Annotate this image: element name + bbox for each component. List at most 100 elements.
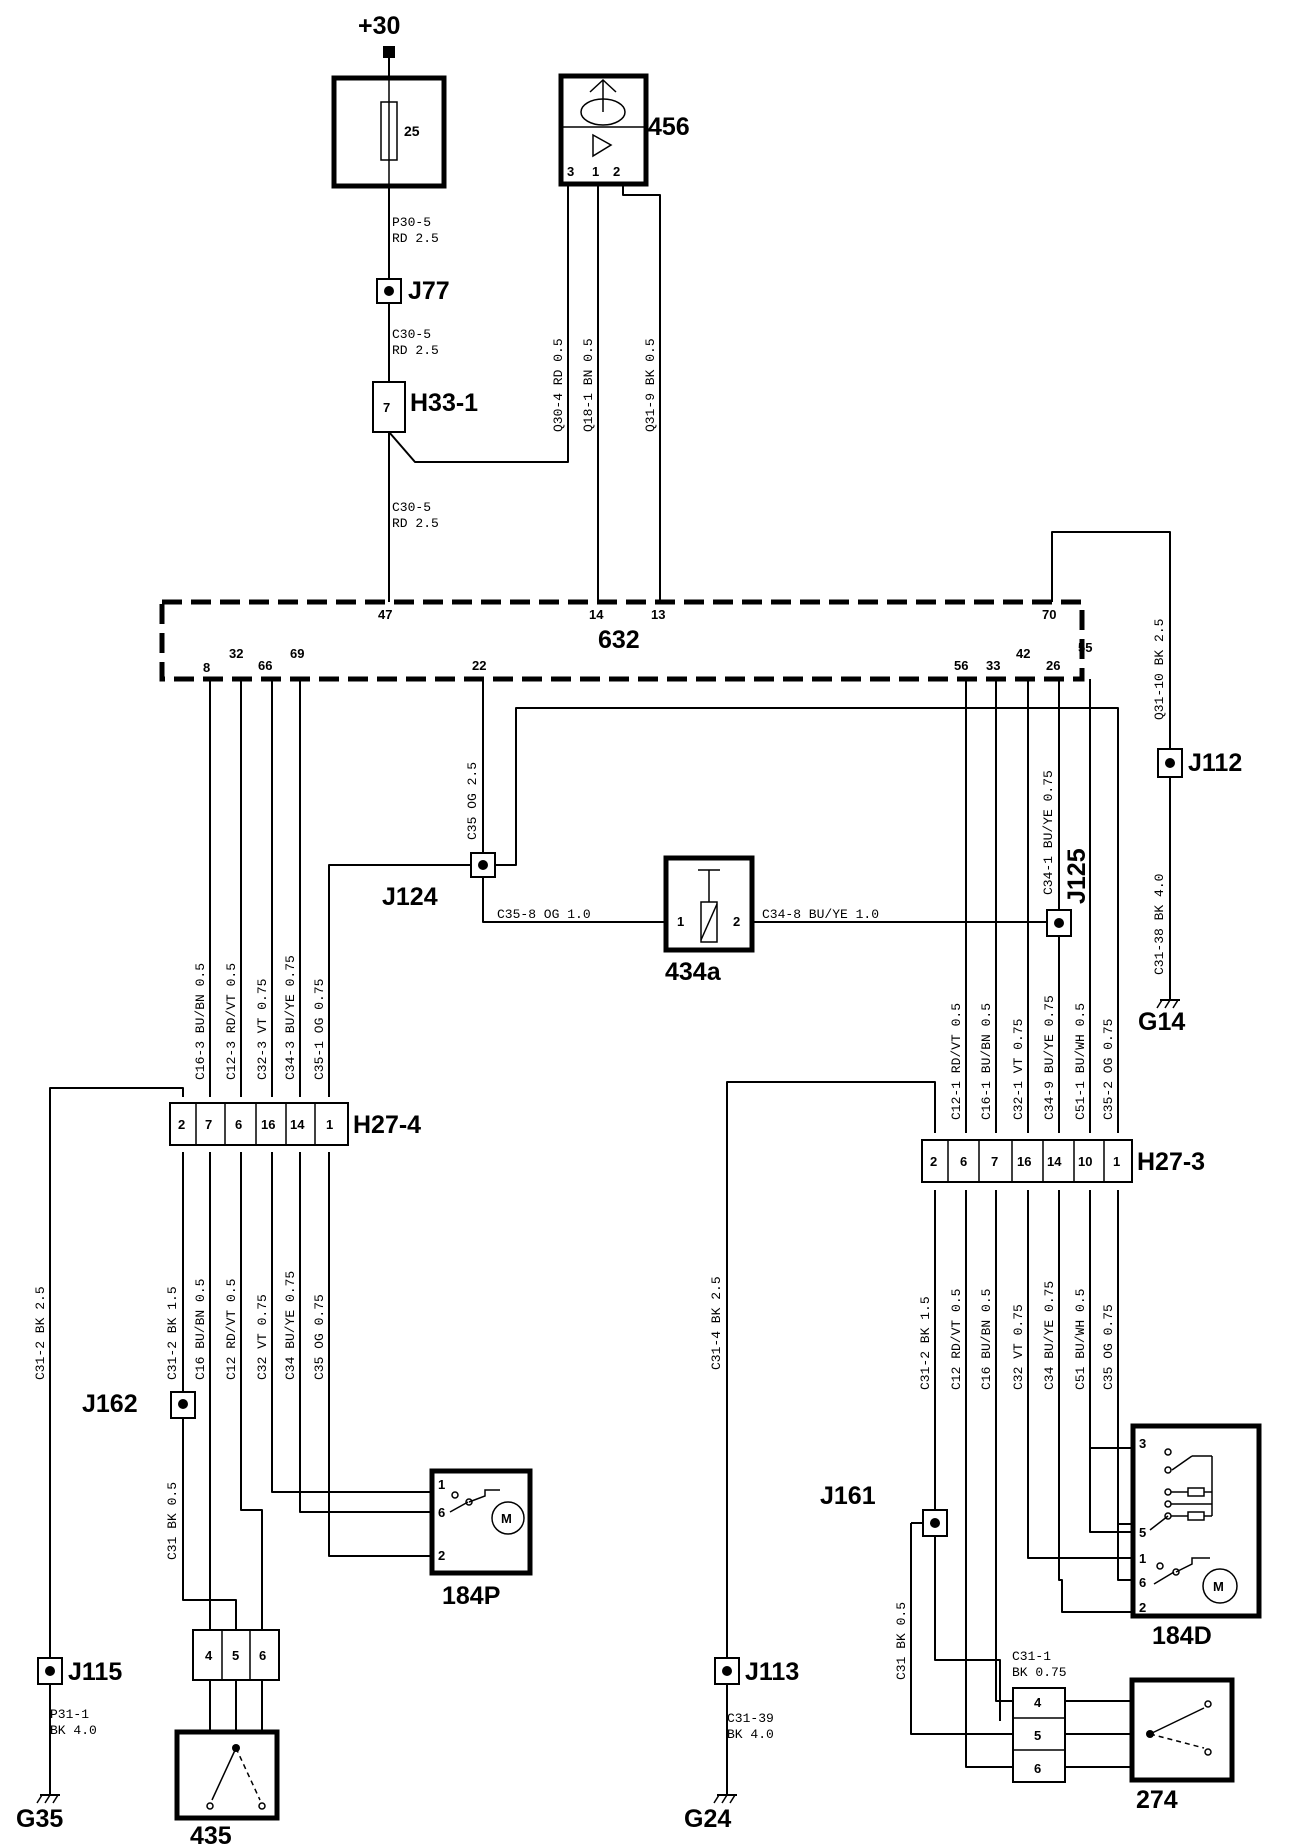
wire-r-c31-label: C31 BK 0.5 (894, 1602, 909, 1680)
pin-184d-1: 1 (1139, 1551, 1146, 1566)
wire-p305-line2: RD 2.5 (392, 231, 439, 246)
junction-j115: J115 (37, 1657, 122, 1686)
pin-632-70: 70 (1042, 607, 1056, 622)
pin-632-42: 42 (1016, 646, 1030, 661)
pin-184p-2: 2 (438, 1548, 445, 1563)
wire-c121-label: C12-1 RD/VT 0.5 (949, 1003, 964, 1120)
junction-j112: J112 (1157, 748, 1242, 778)
wire-c305b-line2: RD 2.5 (392, 516, 439, 531)
wire-l-c31-label: C31 BK 0.5 (165, 1482, 180, 1560)
pin-632-32: 32 (229, 646, 243, 661)
connector-h27-4-label: H27-4 (353, 1111, 421, 1139)
wire-c305a-line2: RD 2.5 (392, 343, 439, 358)
pin-h27-4-14: 14 (290, 1117, 305, 1132)
component-434a-label: 434a (665, 958, 722, 986)
wire-l-c34-label: C34 BU/YE 0.75 (283, 1271, 298, 1380)
ground-g14: G14 (1138, 999, 1185, 1036)
junction-j124-label: J124 (382, 883, 438, 911)
wire-q319-label: Q31-9 BK 0.5 (643, 338, 658, 432)
wires (49, 52, 1171, 1810)
component-184p-label: 184P (442, 1582, 500, 1610)
wire-q304-label: Q30-4 RD 0.5 (551, 338, 566, 432)
pin-456-3: 3 (567, 164, 574, 179)
wire-r-c51-label: C51 BU/WH 0.5 (1073, 1289, 1088, 1390)
ground-g14-label: G14 (1138, 1008, 1185, 1036)
pin-632-55: 55 (1078, 640, 1092, 655)
wire-c123-label: C12-3 RD/VT 0.5 (224, 963, 239, 1080)
pin-456-1: 1 (592, 164, 599, 179)
motor-184p: M (501, 1511, 512, 1526)
pin-632-66: 66 (258, 658, 272, 673)
pin-632-8: 8 (203, 660, 210, 675)
pin-435-6: 6 (259, 1648, 266, 1663)
wire-c312a-label: C31-2 BK 2.5 (33, 1286, 48, 1380)
pin-h27-3-7: 7 (991, 1154, 998, 1169)
component-274: 274 (1129, 1677, 1235, 1814)
component-184d-label: 184D (1152, 1622, 1212, 1650)
supply-label: +30 (358, 12, 400, 40)
ground-g24-label: G24 (684, 1805, 731, 1833)
pin-h27-4-16: 16 (261, 1117, 275, 1132)
wire-q181-label: Q18-1 BN 0.5 (581, 338, 596, 432)
component-434a: 1 2 434a (663, 855, 755, 986)
pin-h27-3-14: 14 (1047, 1154, 1062, 1169)
junction-j125-label: J125 (1063, 848, 1091, 904)
wire-l-c312-label: C31-2 BK 1.5 (165, 1286, 180, 1380)
wire-l-c12-label: C12 RD/VT 0.5 (224, 1279, 239, 1380)
connector-h33-1: 7 H33-1 (372, 381, 478, 433)
ground-g35-label: G35 (16, 1805, 63, 1833)
component-456-label: 456 (648, 113, 690, 141)
junction-j112-label: J112 (1188, 749, 1242, 777)
pin-184d-5: 5 (1139, 1525, 1146, 1540)
pin-h27-4-7: 7 (205, 1117, 212, 1132)
pin-435-4: 4 (205, 1648, 213, 1663)
pin-274-6: 6 (1034, 1761, 1041, 1776)
wire-c511-label: C51-1 BU/WH 0.5 (1073, 1003, 1088, 1120)
wire-c351-label: C35-1 OG 0.75 (312, 979, 327, 1080)
ground-g24: G24 (684, 1794, 737, 1833)
wire-r-c12-label: C12 RD/VT 0.5 (949, 1289, 964, 1390)
pin-632-47: 47 (378, 607, 392, 622)
pin-435-5: 5 (232, 1648, 239, 1663)
connector-h33-1-pin: 7 (383, 400, 390, 415)
component-456: 3 1 2 456 (558, 73, 690, 187)
pin-274-5: 5 (1034, 1728, 1041, 1743)
wire-c343-label: C34-3 BU/YE 0.75 (283, 955, 298, 1080)
pin-434a-2: 2 (733, 914, 740, 929)
pin-184p-1: 1 (438, 1477, 445, 1492)
wire-c3139-line1: C31-39 (727, 1711, 774, 1726)
junction-j161-label: J161 (820, 1482, 876, 1510)
wire-c305a-line1: C30-5 (392, 327, 431, 342)
junction-j124: J124 (382, 852, 496, 911)
wire-p305-line1: P30-5 (392, 215, 431, 230)
junction-j113-label: J113 (745, 1658, 799, 1686)
pin-h27-4-6: 6 (235, 1117, 242, 1132)
fuse-value: 25 (404, 123, 420, 139)
pin-184d-2: 2 (1139, 1600, 1146, 1615)
wire-c3138-label: C31-38 BK 4.0 (1152, 874, 1167, 975)
junction-j77: J77 (376, 277, 450, 305)
wire-c348-label: C34-8 BU/YE 1.0 (762, 907, 879, 922)
pin-h27-4-1: 1 (326, 1117, 333, 1132)
pin-h27-3-1: 1 (1113, 1154, 1120, 1169)
pin-h27-3-10: 10 (1078, 1154, 1092, 1169)
pin-632-26: 26 (1046, 658, 1060, 673)
wire-r-c35-label: C35 OG 0.75 (1101, 1304, 1116, 1390)
junction-j77-label: J77 (408, 277, 450, 305)
pin-632-56: 56 (954, 658, 968, 673)
pin-632-22: 22 (472, 658, 486, 673)
pin-184d-6: 6 (1139, 1575, 1146, 1590)
wire-c349-label: C34-9 BU/YE 0.75 (1042, 995, 1057, 1120)
motor-184d: M (1213, 1579, 1224, 1594)
connector-435: 4 5 6 (192, 1629, 280, 1681)
supply-terminal (383, 46, 395, 58)
component-184d: 3 5 1 6 2 M 184D (1130, 1423, 1262, 1650)
pin-632-13: 13 (651, 607, 665, 622)
wire-c321-label: C32-1 VT 0.75 (1011, 1019, 1026, 1120)
wire-c35og-label: C35 OG 2.5 (465, 762, 480, 840)
pin-184p-6: 6 (438, 1505, 445, 1520)
wire-p311-line1: P31-1 (50, 1707, 89, 1722)
pin-h27-3-2: 2 (930, 1154, 937, 1169)
junction-j162: J162 (82, 1390, 196, 1419)
